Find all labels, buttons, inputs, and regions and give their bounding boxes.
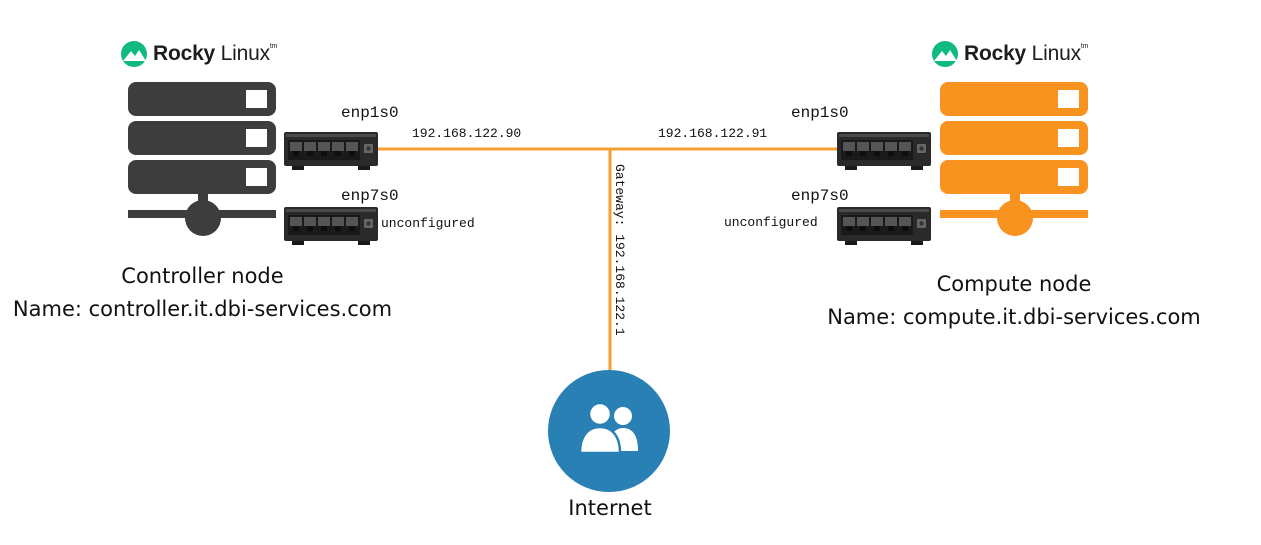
controller-logo-tm: tm xyxy=(269,43,278,50)
controller-server-icon xyxy=(128,82,276,236)
controller-enp7s0-label: enp7s0 xyxy=(341,187,399,205)
compute-node-name: Name: compute.it.dbi-services.com xyxy=(827,305,1201,329)
controller-enp7s0-switch-icon xyxy=(284,207,378,245)
controller-node-title: Controller node xyxy=(121,264,284,288)
rocky-logo-icon-right xyxy=(932,41,958,67)
controller-logo-suffix: Linux xyxy=(220,42,270,65)
compute-node-caption: Compute node Name: compute.it.dbi-servic… xyxy=(810,268,1218,334)
controller-enp1s0-ip: 192.168.122.90 xyxy=(412,126,522,141)
controller-logo-brand: Rocky xyxy=(153,42,216,65)
compute-node-title: Compute node xyxy=(936,272,1092,296)
users-icon xyxy=(578,401,638,455)
gateway-label: Gateway: 192.168.122.1 xyxy=(612,164,627,336)
internet-label: Internet xyxy=(568,496,652,520)
rocky-logo-icon-left xyxy=(121,41,147,67)
compute-enp7s0-switch-icon xyxy=(837,207,931,245)
controller-node-caption: Controller node Name: controller.it.dbi-… xyxy=(0,260,405,326)
controller-enp1s0-switch-icon xyxy=(284,132,378,170)
controller-enp7s0-status: unconfigured xyxy=(381,216,475,231)
compute-enp1s0-switch-icon xyxy=(837,132,931,170)
internet-cloud-icon xyxy=(548,370,670,492)
compute-logo-suffix: Linux xyxy=(1031,42,1081,65)
compute-enp7s0-status: unconfigured xyxy=(724,215,818,230)
compute-enp7s0-label: enp7s0 xyxy=(791,187,849,205)
compute-server-icon xyxy=(940,82,1088,236)
network-links xyxy=(376,147,838,376)
compute-enp1s0-ip: 192.168.122.91 xyxy=(658,126,768,141)
controller-logo-text: Rocky Linuxtm xyxy=(153,42,277,66)
controller-node-name: Name: controller.it.dbi-services.com xyxy=(12,297,393,321)
compute-server-slots xyxy=(1058,90,1079,186)
compute-enp1s0-label: enp1s0 xyxy=(791,104,849,122)
compute-logo-text: Rocky Linuxtm xyxy=(964,42,1088,66)
controller-server-slots xyxy=(246,90,267,186)
compute-logo-brand: Rocky xyxy=(964,42,1027,65)
compute-logo-tm: tm xyxy=(1080,43,1089,50)
controller-enp1s0-label: enp1s0 xyxy=(341,104,399,122)
